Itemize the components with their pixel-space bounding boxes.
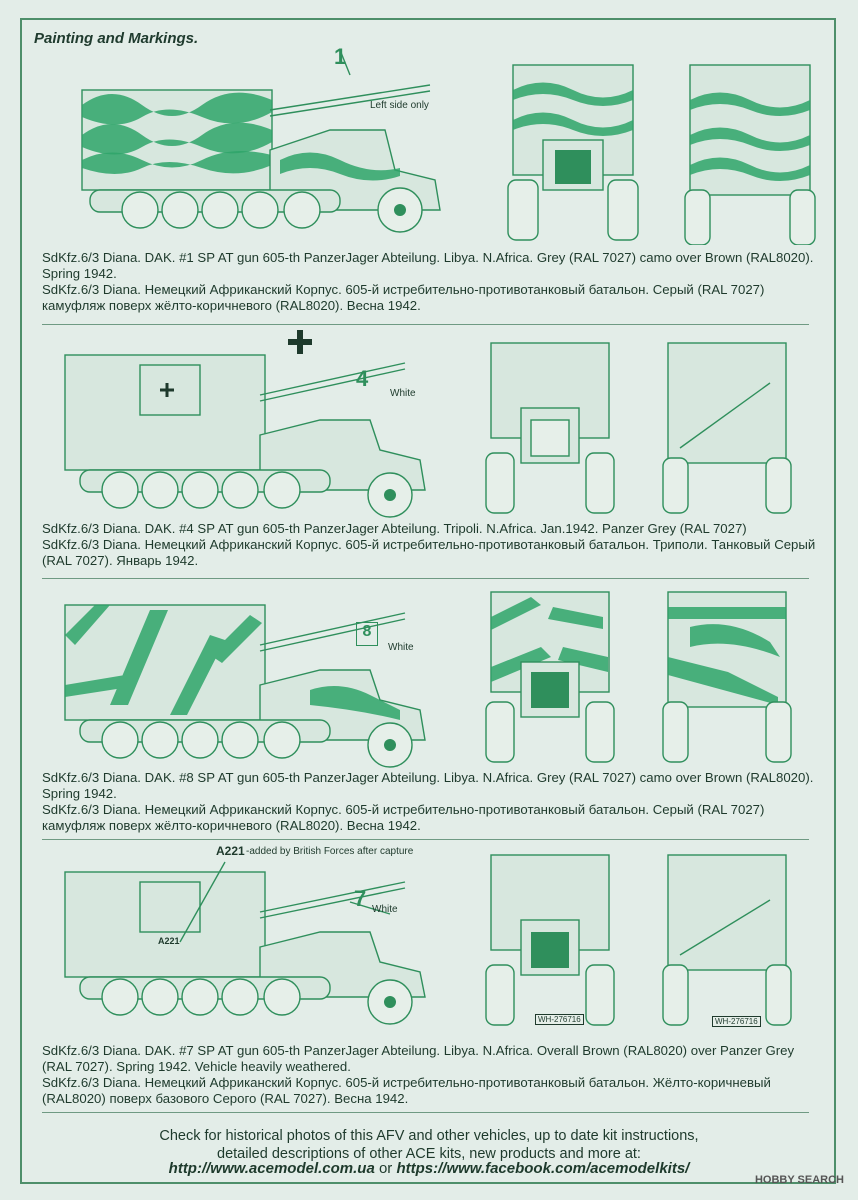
side-view-8 bbox=[64, 604, 426, 768]
front-view-4 bbox=[485, 342, 615, 514]
page-title: Painting and Markings. bbox=[34, 30, 199, 47]
marking-white-7: White bbox=[372, 904, 398, 915]
footer-line-1: Check for historical photos of this AFV … bbox=[159, 1128, 699, 1144]
front-view-1 bbox=[507, 64, 639, 241]
marking-left-side-only: Left side only bbox=[370, 100, 429, 111]
cross-marking-top-4 bbox=[288, 330, 312, 354]
caption-en-7: SdKfz.6/3 Diana. DAK. #7 SP AT gun 605-t… bbox=[42, 1043, 795, 1074]
page-border bbox=[20, 18, 836, 1184]
caption-en-8: SdKfz.6/3 Diana. DAK. #8 SP AT gun 605-t… bbox=[42, 770, 814, 801]
caption-4: SdKfz.6/3 Diana. DAK. #4 SP AT gun 605-t… bbox=[42, 521, 822, 569]
scheme-8: 8 White bbox=[0, 585, 858, 840]
link-facebook[interactable]: https://www.facebook.com/acemodelkits/ bbox=[396, 1160, 690, 1177]
marking-a221-side: A221 bbox=[158, 936, 180, 946]
link-acemodel[interactable]: http://www.acemodel.com.ua bbox=[168, 1160, 375, 1177]
side-view-7 bbox=[64, 861, 426, 1025]
scheme-7: A221 -added by British Forces after capt… bbox=[0, 840, 858, 1040]
caption-1: SdKfz.6/3 Diana. DAK. #1 SP AT gun 605-t… bbox=[42, 250, 822, 314]
marking-note-british: -added by British Forces after capture bbox=[246, 846, 414, 857]
front-view-8 bbox=[485, 591, 615, 763]
caption-ru-7: SdKfz.6/3 Diana. Немецкий Африканский Ко… bbox=[42, 1075, 771, 1106]
caption-en-4: SdKfz.6/3 Diana. DAK. #4 SP AT gun 605-t… bbox=[42, 521, 747, 536]
front-view-7 bbox=[485, 854, 615, 1026]
vehicle-number-7: 7 bbox=[354, 886, 367, 911]
footer-links: http://www.acemodel.com.ua or https://ww… bbox=[0, 1160, 858, 1177]
footer-or: or bbox=[378, 1160, 393, 1177]
vehicle-number-1: 1 bbox=[334, 44, 347, 69]
separator-2 bbox=[42, 578, 809, 579]
scheme-1: 1 Left side only bbox=[0, 40, 858, 330]
caption-ru-1: SdKfz.6/3 Diana. Немецкий Африканский Ко… bbox=[42, 282, 765, 313]
caption-en-1: SdKfz.6/3 Diana. DAK. #1 SP AT gun 605-t… bbox=[42, 250, 814, 281]
watermark: HOBBY SEARCH bbox=[754, 1174, 844, 1186]
marking-white-8: White bbox=[388, 642, 414, 653]
rear-view-7 bbox=[662, 854, 792, 1026]
marking-white-4: White bbox=[390, 388, 416, 399]
caption-8: SdKfz.6/3 Diana. DAK. #8 SP AT gun 605-t… bbox=[42, 770, 822, 834]
vehicle-number-8: 8 bbox=[362, 623, 372, 640]
scheme-4: 4 White bbox=[0, 330, 858, 585]
separator-3 bbox=[42, 839, 809, 840]
rear-plate-7: WH-276716 bbox=[712, 1016, 761, 1027]
marking-a221-top: A221 bbox=[216, 844, 245, 858]
separator-4 bbox=[42, 1112, 809, 1113]
front-plate-7: WH-276716 bbox=[535, 1014, 584, 1025]
rear-view-1 bbox=[684, 64, 816, 245]
side-view-1 bbox=[81, 50, 441, 233]
rear-view-4 bbox=[662, 342, 792, 514]
footer-line-2: detailed descriptions of other ACE kits,… bbox=[217, 1146, 641, 1162]
rear-view-8 bbox=[662, 591, 792, 763]
footer-text: Check for historical photos of this AFV … bbox=[0, 1127, 858, 1163]
separator-1 bbox=[42, 324, 809, 325]
caption-ru-4: SdKfz.6/3 Diana. Немецкий Африканский Ко… bbox=[42, 537, 816, 568]
vehicle-number-8-box: 8 bbox=[356, 622, 378, 646]
caption-7: SdKfz.6/3 Diana. DAK. #7 SP AT gun 605-t… bbox=[42, 1043, 822, 1107]
side-view-4 bbox=[64, 354, 426, 518]
vehicle-number-4: 4 bbox=[356, 366, 369, 391]
caption-ru-8: SdKfz.6/3 Diana. Немецкий Африканский Ко… bbox=[42, 802, 765, 833]
